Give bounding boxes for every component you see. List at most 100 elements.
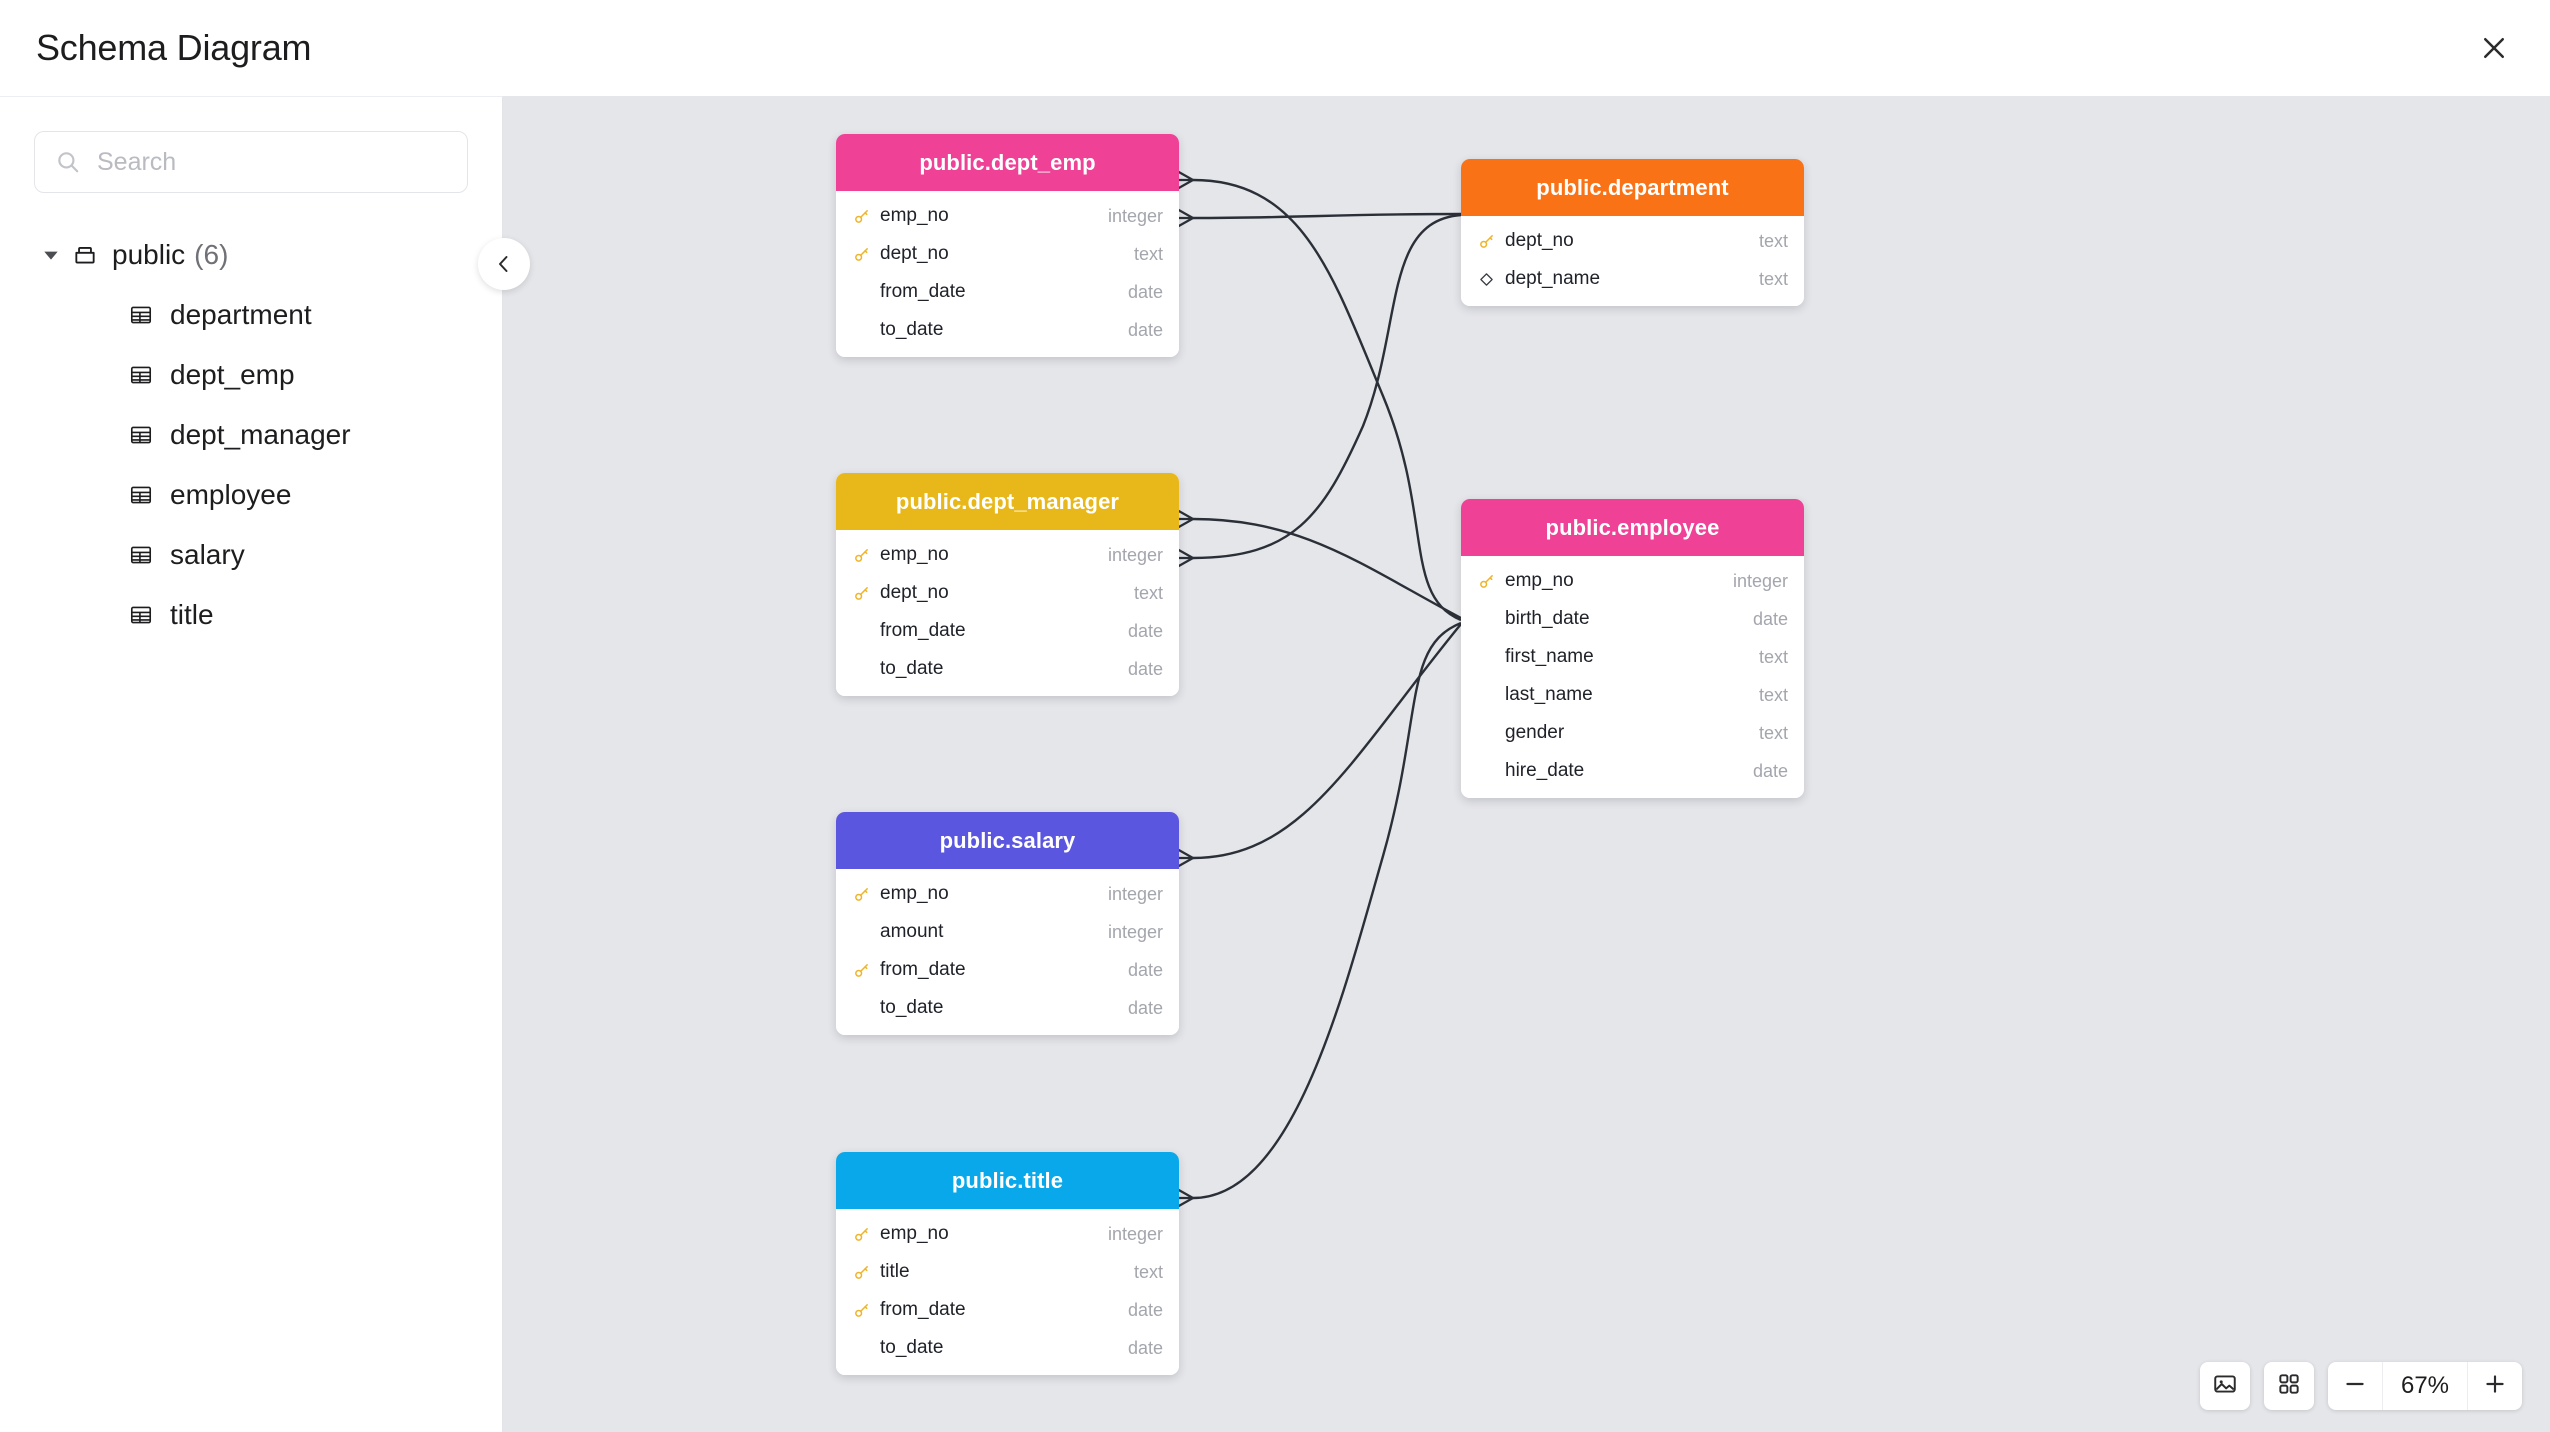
column-row[interactable]: gender text <box>1461 714 1804 752</box>
export-image-button[interactable] <box>2200 1362 2250 1410</box>
column-name: emp_no <box>880 544 949 565</box>
sidebar-table-label: salary <box>170 539 245 570</box>
column-name: emp_no <box>880 1223 949 1244</box>
table-icon <box>128 542 154 568</box>
column-type: date <box>1127 1337 1163 1358</box>
zoom-controls: 67% <box>2328 1362 2522 1410</box>
diamond-icon <box>1475 272 1497 287</box>
column-type: text <box>1758 684 1788 705</box>
schema-tree: public (6) department dept_emp dept_manage… <box>0 225 502 645</box>
column-name: birth_date <box>1505 608 1590 629</box>
column-type: text <box>1758 722 1788 743</box>
close-button[interactable] <box>2468 22 2520 74</box>
sidebar-collapse-button[interactable] <box>478 238 530 290</box>
sidebar-table-employee[interactable]: employee <box>0 465 502 525</box>
tree-node-public[interactable]: public (6) <box>0 225 502 285</box>
search-box[interactable] <box>34 131 468 193</box>
column-name: to_date <box>880 658 944 679</box>
sidebar-table-label: dept_emp <box>170 359 295 390</box>
column-row[interactable]: emp_no integer <box>836 1215 1179 1253</box>
grid-icon <box>2276 1371 2302 1402</box>
column-type: date <box>1127 1299 1163 1320</box>
column-type: integer <box>1107 205 1163 226</box>
chevron-down-icon[interactable] <box>40 244 62 266</box>
sidebar-table-label: title <box>170 599 214 630</box>
search-input[interactable] <box>95 146 447 178</box>
edge-dept_manager-employee <box>1192 517 1462 620</box>
zoom-level-label[interactable]: 67% <box>2382 1362 2468 1410</box>
key-icon <box>850 1226 872 1243</box>
edge-dept_manager-department <box>1192 213 1462 560</box>
column-name: amount <box>880 921 944 942</box>
column-name: last_name <box>1505 684 1593 705</box>
table-icon <box>128 482 154 508</box>
column-row[interactable]: amount integer <box>836 913 1179 951</box>
column-name: to_date <box>880 319 944 340</box>
sidebar-table-department[interactable]: department <box>0 285 502 345</box>
column-type: date <box>1127 959 1163 980</box>
column-type: integer <box>1107 921 1163 942</box>
zoom-in-button[interactable] <box>2468 1362 2522 1410</box>
zoom-out-button[interactable] <box>2328 1362 2382 1410</box>
table-icon <box>128 602 154 628</box>
sidebar-table-salary[interactable]: salary <box>0 525 502 585</box>
sidebar-table-dept_manager[interactable]: dept_manager <box>0 405 502 465</box>
table-icon <box>128 362 154 388</box>
sidebar-table-title[interactable]: title <box>0 585 502 645</box>
column-type: integer <box>1107 1223 1163 1244</box>
column-name: from_date <box>880 620 966 641</box>
window-header: Schema Diagram <box>0 0 2550 96</box>
column-name: emp_no <box>880 883 949 904</box>
column-row[interactable]: last_name text <box>1461 676 1804 714</box>
search-icon <box>55 149 81 175</box>
schema-name: public <box>112 239 186 270</box>
table-card-title: public.employee <box>1461 499 1804 556</box>
sidebar-table-dept_emp[interactable]: dept_emp <box>0 345 502 405</box>
column-name: gender <box>1505 722 1565 743</box>
edge-title-employee <box>1192 621 1462 1200</box>
auto-layout-button[interactable] <box>2264 1362 2314 1410</box>
table-card-title: public.dept_emp <box>836 134 1179 191</box>
column-name: dept_no <box>880 243 949 264</box>
table-icon <box>128 422 154 448</box>
table-card-title: public.department <box>1461 159 1804 216</box>
sidebar-table-label: department <box>170 299 312 330</box>
column-name: from_date <box>880 281 966 302</box>
schema-icon <box>72 242 98 268</box>
column-type: text <box>1758 268 1788 289</box>
column-row[interactable]: from_date date <box>836 1291 1179 1329</box>
column-name: from_date <box>880 1299 966 1320</box>
column-row[interactable]: to_date date <box>836 311 1179 349</box>
column-type: date <box>1127 319 1163 340</box>
key-icon <box>850 886 872 903</box>
relationship-edges <box>1175 169 1462 1209</box>
column-name: title <box>880 1261 910 1282</box>
